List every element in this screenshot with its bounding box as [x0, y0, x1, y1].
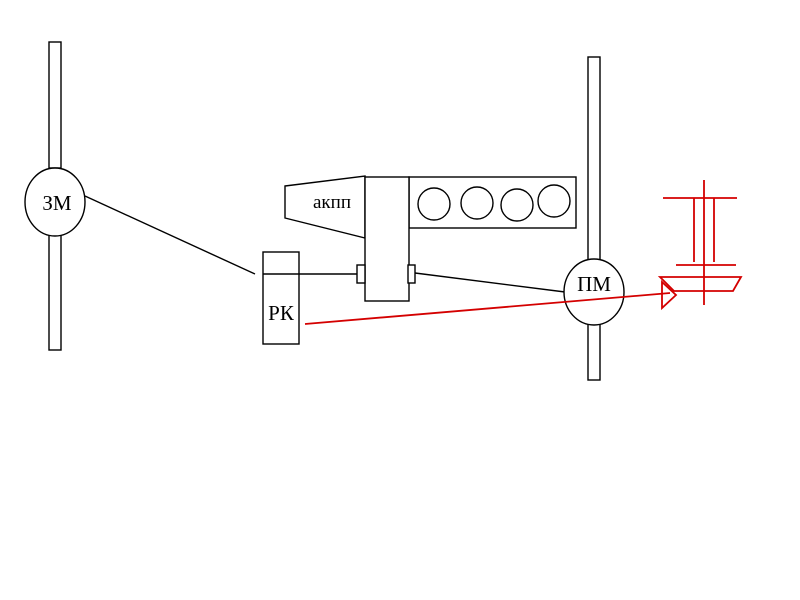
rear-axle-label: ЗМ: [42, 191, 72, 215]
rear-wheel-lower: [48, 233, 62, 351]
rear-differential: [24, 167, 86, 237]
gearbox-label: акпп: [313, 192, 351, 213]
red-arrowhead: [661, 279, 678, 311]
gearbox: акпп: [284, 175, 416, 302]
front-wheel-upper: [587, 56, 601, 263]
front-wheel-lower: [587, 321, 601, 381]
transfer-case-box: [262, 251, 300, 345]
transfer-case-label: РК: [268, 301, 295, 325]
cylinder-4: [537, 184, 571, 218]
rear-wheel-upper: [48, 41, 62, 169]
gearbox-body: [364, 176, 410, 302]
transfer-case: РК: [262, 251, 300, 345]
cylinder-3: [500, 188, 534, 222]
gearbox-left-flange: [356, 264, 366, 284]
front-axle: ПМ: [563, 56, 625, 381]
front-driveshaft: [414, 272, 566, 293]
front-axle-label: ПМ: [577, 272, 611, 296]
red-gear-lower: [657, 276, 743, 292]
cylinder-2: [460, 186, 494, 220]
cylinder-1: [417, 187, 451, 221]
red-shaft: [304, 292, 671, 325]
red-modification: [304, 180, 743, 325]
engine: [408, 176, 577, 229]
rear-driveshaft: [84, 195, 256, 275]
gearbox-right-flange: [407, 264, 416, 284]
rear-axle: ЗМ: [24, 41, 86, 351]
front-differential: [563, 258, 625, 326]
